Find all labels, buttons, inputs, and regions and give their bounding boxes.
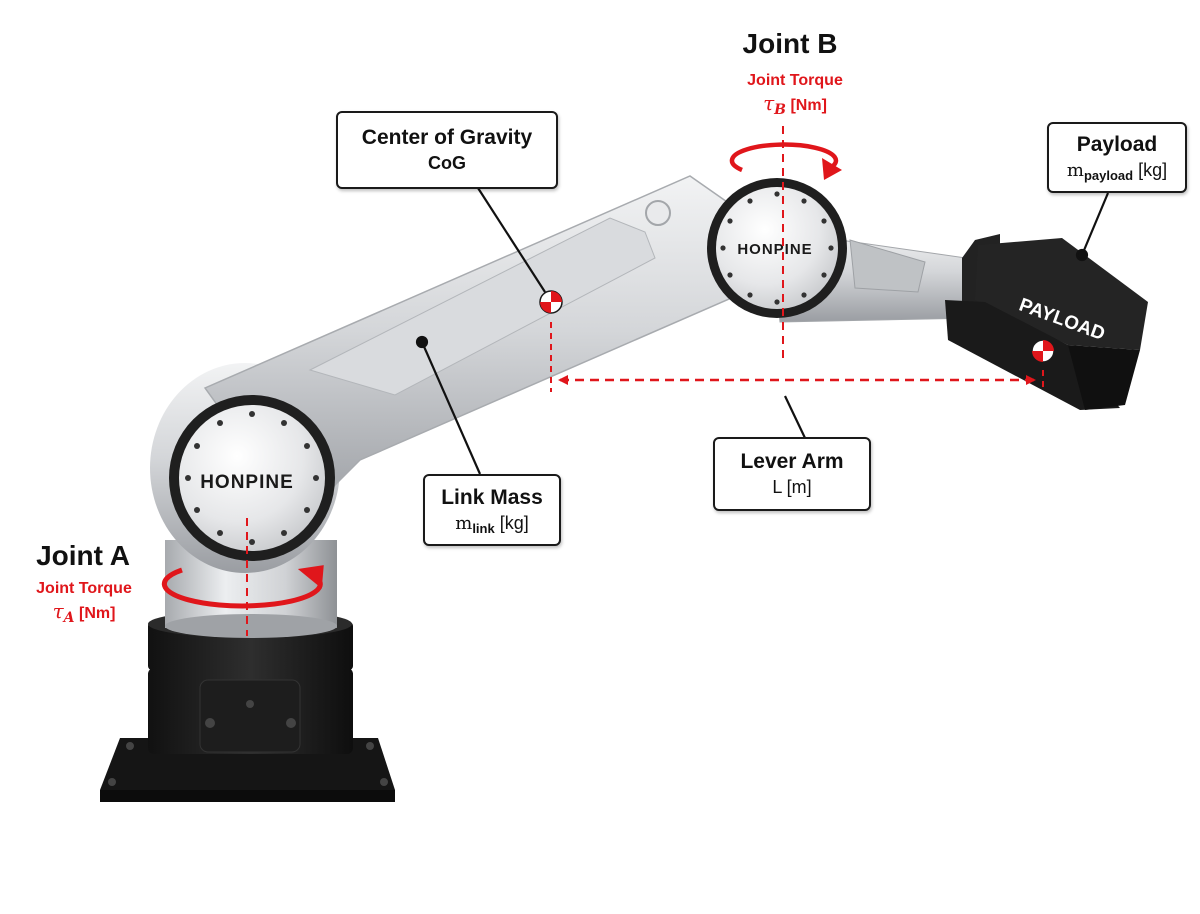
joint-b-torque-text: Joint Torque (747, 72, 843, 89)
cog-abbr: CoG (428, 153, 466, 173)
payload-subscript: payload (1083, 168, 1134, 183)
link-mass-label-box: Link Mass mlink [kg] (423, 474, 561, 546)
joint-b-cap: HONPINE (707, 178, 847, 318)
joint-a-tau: τ (52, 599, 64, 623)
lever-arm-label-box: Lever Arm L [m] (713, 437, 871, 511)
joint-b-unit: [Nm] (790, 97, 827, 114)
brand-logo-joint-b: HONPINE (737, 241, 812, 258)
link-mass-symbol: m (455, 513, 473, 534)
cog-marker-link (539, 290, 563, 314)
joint-b-title: Joint B (742, 28, 838, 59)
joint-b-rotation-arrow (729, 142, 842, 180)
payload-formula: mpayload [kg] (1049, 158, 1185, 188)
joint-b-torque-symbol: τB [Nm] (700, 92, 890, 121)
link-mass-title: Link Mass (441, 486, 543, 509)
payload-symbol: m (1066, 160, 1084, 181)
joint-a-torque-label: Joint Torque τA [Nm] (4, 578, 164, 629)
cog-label-box: Center of Gravity CoG (336, 111, 558, 189)
joint-a-tau-sub: A (63, 610, 75, 626)
payload-block: PAYLOAD (945, 234, 1148, 410)
lever-arm-symbol: L (772, 477, 782, 497)
joint-b-tau: τ (763, 91, 775, 115)
joint-a-torque-text: Joint Torque (36, 580, 132, 597)
cog-title: Center of Gravity (361, 126, 533, 149)
lever-arm-dimension (550, 322, 1044, 392)
joint-a-rotation-arrow (161, 565, 324, 609)
joint-a-torque-symbol: τA [Nm] (4, 600, 164, 629)
joint-a-unit: [Nm] (78, 605, 116, 622)
cog-marker-payload (1031, 339, 1055, 363)
brand-logo-joint-a: HONPINE (200, 472, 294, 493)
joint-b-torque-label: Joint Torque τB [Nm] (700, 70, 890, 121)
leader-lines (415, 187, 1110, 475)
joint-a-title: Joint A (36, 540, 130, 571)
link-mass-subscript: link (472, 521, 495, 536)
lever-arm-unit: [m] (786, 477, 812, 497)
lever-arm-formula: L [m] (715, 475, 869, 499)
joint-a-cap: HONPINE (169, 395, 335, 561)
joint-b-tau-sub: B (774, 102, 787, 118)
lever-arm-title: Lever Arm (740, 450, 844, 473)
link-mass-unit: [kg] (499, 513, 529, 533)
payload-label-box: Payload mpayload [kg] (1047, 122, 1187, 193)
robot-base (100, 610, 395, 802)
link-mass-formula: mlink [kg] (425, 511, 559, 541)
payload-unit: [kg] (1138, 160, 1168, 180)
payload-title: Payload (1076, 133, 1158, 156)
